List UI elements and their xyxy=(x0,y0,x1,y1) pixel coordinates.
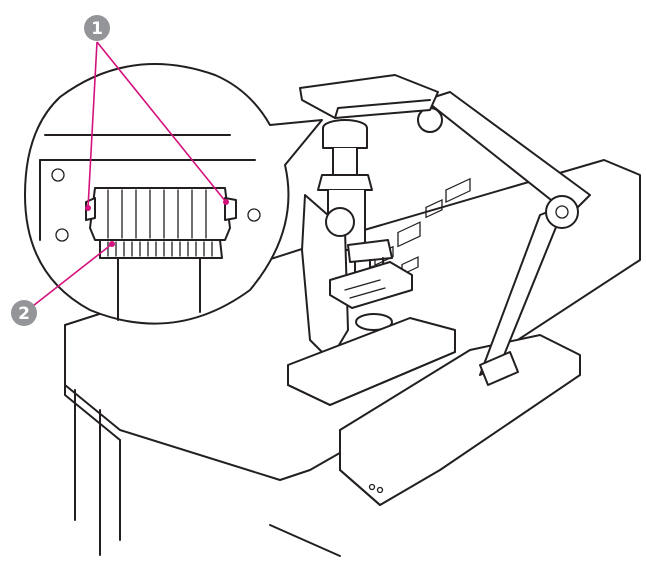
indicator-light xyxy=(368,483,376,491)
callout-number-2: 2 xyxy=(18,304,30,324)
microscope-tube xyxy=(117,257,201,321)
adapter-ring xyxy=(89,187,231,241)
table xyxy=(64,159,641,557)
tube-collar xyxy=(317,174,373,191)
callout-circle xyxy=(84,15,110,41)
stage xyxy=(329,261,413,309)
callout-number-1: 1 xyxy=(91,19,103,39)
mirror xyxy=(355,313,393,331)
leader-dot xyxy=(223,199,229,205)
camera-head-edge xyxy=(334,99,431,119)
camera-head-body xyxy=(299,74,439,119)
callout-circle xyxy=(11,300,37,326)
locking-ring-grip xyxy=(107,241,213,257)
leader-line-1b xyxy=(96,41,227,203)
zoom-callout xyxy=(24,63,323,325)
callout-marker-2: 2 xyxy=(11,300,37,326)
screw-hole xyxy=(247,208,261,222)
microscope-base-edge xyxy=(287,351,456,406)
adapter-ring-grip xyxy=(107,189,207,239)
microscope xyxy=(287,119,456,406)
leader-lines xyxy=(23,41,229,314)
arm-joint-center xyxy=(555,205,569,219)
leader-dot xyxy=(109,241,115,247)
document-camera-head xyxy=(299,74,439,119)
leader-line-1a xyxy=(87,41,98,209)
indicator-light xyxy=(376,486,384,494)
leader-line-2 xyxy=(23,243,113,314)
control-button xyxy=(445,177,471,203)
locking-ring xyxy=(99,239,223,259)
camera-arm-upper xyxy=(424,91,591,216)
table-under-line xyxy=(269,524,341,557)
screw-hole xyxy=(51,168,65,182)
arm-joint xyxy=(545,195,579,229)
nosepiece xyxy=(347,239,393,263)
eyepiece xyxy=(322,127,368,149)
eyepiece-tube xyxy=(332,147,358,176)
control-button xyxy=(425,198,443,219)
callout-marker-1: 1 xyxy=(84,15,110,41)
screw-hole xyxy=(55,228,69,242)
control-button xyxy=(397,221,421,248)
stage-clips xyxy=(344,279,386,299)
table-front-edge xyxy=(64,384,121,441)
camera-base-edge xyxy=(339,469,381,506)
focus-knob xyxy=(325,207,355,237)
document-camera-arm xyxy=(417,91,591,386)
leader-dot xyxy=(85,205,91,211)
arm-foot xyxy=(479,351,519,386)
